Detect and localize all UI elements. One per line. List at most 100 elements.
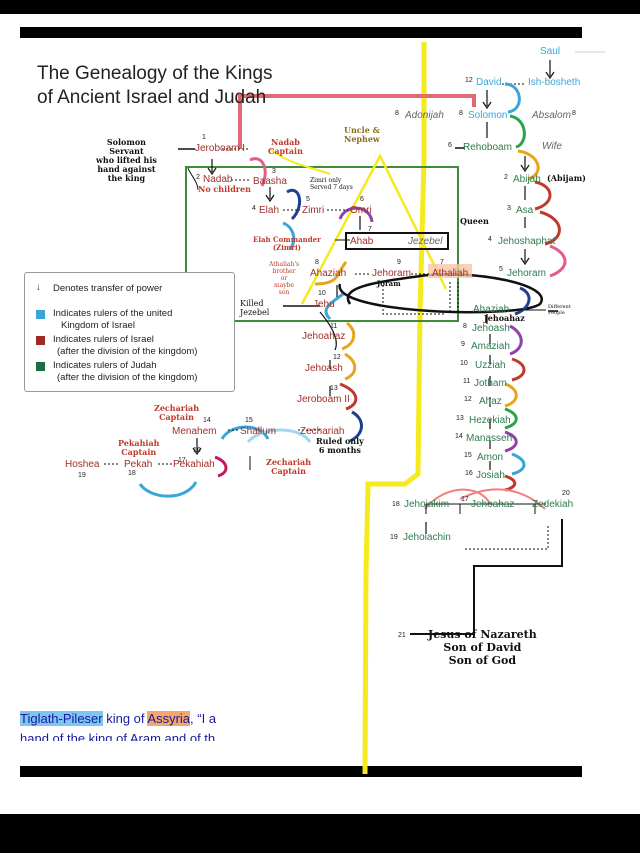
node-jehoiakim: Jehoiakim <box>404 499 450 510</box>
num-rehoboam: 6 <box>448 142 452 149</box>
node-omri: Omri <box>350 205 372 216</box>
num-pekah: 17 <box>178 457 186 464</box>
num-manasseh: 14 <box>455 433 463 440</box>
ahab-jezebel-box <box>345 232 449 250</box>
node-athaliah: Athaliah <box>432 268 469 279</box>
num-jehoiachin: 19 <box>390 534 398 541</box>
highlight-assyria: Assyria <box>147 711 191 726</box>
node-ahaz: Ahaz <box>479 396 502 407</box>
node-jehoiachin: Jehoiachin <box>403 532 451 543</box>
num-jehoiakim: 18 <box>392 501 400 508</box>
num-asa: 3 <box>507 205 511 212</box>
node-jehoash-israel: Jehoash <box>305 363 343 374</box>
node-jehoshaphat: Jehoshaphat <box>498 236 556 247</box>
node-elah: Elah <box>259 205 280 216</box>
node-amon: Amon <box>477 452 504 463</box>
node-baasha: Baasha <box>253 176 287 187</box>
legend-israel-swatch <box>36 336 45 345</box>
node-jehoram-israel: Jehoram <box>372 268 411 279</box>
num-zedekiah: 20 <box>562 490 570 497</box>
node-jehoash-judah: Jehoash <box>472 323 510 334</box>
note-zimri-only: Zimri only Served 7 days <box>310 177 353 191</box>
node-jehoram-judah: Jehoram <box>507 268 546 279</box>
node-ahaziah-israel: Ahaziah <box>310 268 347 279</box>
num-hoshea: 19 <box>78 472 86 479</box>
num-josiah: 16 <box>465 470 473 477</box>
black-loop <box>338 273 543 314</box>
note-pekahiah-captain: Pekahiah Captain <box>118 438 160 457</box>
yellow-triangle <box>300 153 448 305</box>
text-excerpt: Tiglath-Pileser king of Assyria, “I a ha… <box>20 711 248 741</box>
num-jehoram: 9 <box>397 259 401 266</box>
connector-layer <box>104 42 605 775</box>
node-jehoahaz-israel: Jehoahaz <box>302 331 346 342</box>
num-amon: 15 <box>464 452 472 459</box>
num-ahaz: 12 <box>464 396 472 403</box>
num-menahem: 14 <box>203 417 211 424</box>
num-hezekiah: 13 <box>456 415 464 422</box>
bottom-border-bar <box>20 766 582 777</box>
node-uzziah: Uzziah <box>475 360 506 371</box>
note-joram: Joram <box>377 279 401 288</box>
node-david: David <box>476 77 502 88</box>
note-elah-commander: Elah Commander (Zimri) <box>253 235 321 252</box>
node-ahab: Ahab <box>350 236 374 247</box>
num-david: 12 <box>465 77 473 84</box>
num-solomon: 8 <box>459 110 463 117</box>
title-line-2: of Ancient Israel and Judah <box>37 87 267 108</box>
num-shallum: 15 <box>245 417 253 424</box>
num-jehoash-judah: 8 <box>463 323 467 330</box>
num-jeroboam-2: 13 <box>330 385 338 392</box>
note-nadab-captain: Nadab Captain <box>268 137 303 156</box>
note-solomon-servant: Solomon Servant who lifted his hand agai… <box>96 137 157 183</box>
num-jotham: 11 <box>463 378 471 385</box>
num-jehu: 10 <box>318 290 326 297</box>
legend-arrow-icon: ↓ <box>36 282 41 293</box>
num-elah: 4 <box>252 205 256 212</box>
diagram-page: The Genealogy of the Kings of Ancient Is… <box>0 14 640 814</box>
node-zedekiah: Zedekiah <box>532 499 574 510</box>
note-jesus: Jesus of Nazareth Son of David Son of Go… <box>428 628 537 667</box>
node-jehoahaz-judah: Jehoahaz <box>471 499 515 510</box>
node-pekahiah: Pekahiah <box>173 459 215 470</box>
num-jehoshaphat: 4 <box>488 236 492 243</box>
node-jeroboam-2: Jeroboam II <box>297 394 350 405</box>
node-adonijah: Adonijah <box>405 110 444 121</box>
green-highlight-box <box>185 166 459 322</box>
node-amaziah: Amaziah <box>471 341 510 352</box>
note-zechariah-captain-top: Zechariah Captain <box>154 403 200 422</box>
note-ruled-only: Ruled only 6 months <box>316 436 364 455</box>
node-menahem: Menahem <box>172 426 217 437</box>
excerpt-line-2: hand of the king of Aram and of th <box>20 731 216 741</box>
num-baasha: 3 <box>272 168 276 175</box>
node-pekah: Pekah <box>124 459 153 470</box>
num-absalom: 8 <box>572 110 576 117</box>
note-queen: Queen <box>460 216 489 226</box>
num-jehoash: 12 <box>333 354 341 361</box>
num-ahaziah: 8 <box>315 259 319 266</box>
legend-box: ↓ Denotes transfer of power Indicates ru… <box>24 272 235 392</box>
node-jeroboam-1: Jeroboam I <box>195 143 246 154</box>
legend-judah-label: Indicates rulers of Judah (after the div… <box>53 360 198 383</box>
node-saul: Saul <box>540 46 561 57</box>
node-ish-bosheth: Ish-bosheth <box>528 77 581 88</box>
num-athaliah: 7 <box>440 259 444 266</box>
node-rehoboam: Rehoboam <box>463 142 512 153</box>
red-division-line <box>238 94 476 149</box>
node-abijah: Abijah <box>513 174 541 185</box>
num-ahab: 7 <box>368 226 372 233</box>
node-jehu: Jehu <box>313 299 335 310</box>
node-shallum: Shallum <box>240 426 277 437</box>
num-jehoahaz: 11 <box>330 323 338 330</box>
num-omri: 6 <box>360 196 364 203</box>
node-hezekiah: Hezekiah <box>469 415 511 426</box>
node-asa: Asa <box>516 205 534 216</box>
note-uncle-nephew: Uncle & Nephew <box>344 125 380 144</box>
athaliah-highlight <box>428 264 472 278</box>
excerpt-line-1: Tiglath-Pileser king of Assyria, “I a <box>20 711 217 726</box>
note-killed-jezebel: Killed Jezebel <box>240 299 270 317</box>
num-zimri: 5 <box>306 196 310 203</box>
legend-judah-swatch <box>36 362 45 371</box>
note-abijam: (Abijam) <box>547 173 586 183</box>
